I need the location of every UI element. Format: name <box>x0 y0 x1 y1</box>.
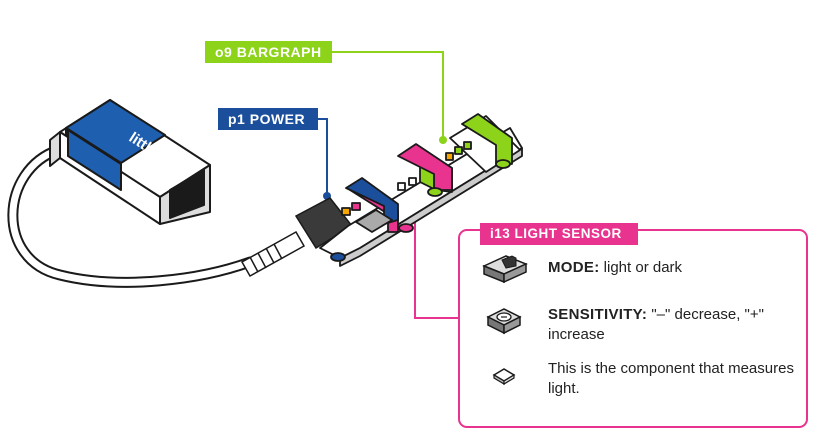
board-foot-3 <box>427 187 443 197</box>
bargraph-led-2 <box>454 146 463 155</box>
sensor-module-connector <box>397 143 453 191</box>
bargraph-label: o9 BARGRAPH <box>205 41 332 63</box>
switch-icon <box>482 255 528 284</box>
photocell-icon <box>492 368 516 385</box>
bargraph-connector <box>461 113 513 165</box>
mode-label: MODE: <box>548 259 600 276</box>
component-row: This is the component that measures ligh… <box>548 359 796 399</box>
power-leader-line <box>318 118 328 193</box>
bargraph-led-1 <box>445 152 454 161</box>
bargraph-leader-dot <box>439 136 447 144</box>
sensor-label: i13 LIGHT SENSOR <box>480 223 638 245</box>
sensitivity-label: SENSITIVITY: <box>548 306 648 323</box>
mode-text: light or dark <box>603 259 683 276</box>
component-text: This is the component that measures ligh… <box>548 360 794 397</box>
sensor-led-2 <box>408 177 417 186</box>
board-foot-1 <box>330 252 346 262</box>
bargraph-led-3 <box>463 141 472 150</box>
power-module-connector <box>345 177 399 225</box>
sensor-leader-line <box>414 214 458 319</box>
battery-icon: littleBits <box>49 99 211 225</box>
power-label: p1 POWER <box>218 108 318 130</box>
sensor-led-1 <box>397 182 406 191</box>
board-foot-2 <box>398 223 414 233</box>
mode-row: MODE: light or dark <box>548 258 796 278</box>
power-led-1 <box>341 207 351 216</box>
power-switch <box>355 209 393 233</box>
sensitivity-row: SENSITIVITY: "–" decrease, "+" increase <box>548 305 796 345</box>
knob-icon <box>486 308 522 335</box>
sensor-info-box: MODE: light or dark SENSITIVITY: "–" dec… <box>458 229 808 428</box>
circuit-boards <box>319 113 523 267</box>
sensitivity-text: "–" decrease, "+" increase <box>548 306 764 343</box>
power-led-2 <box>351 202 361 211</box>
bargraph-leader-line <box>332 51 444 138</box>
board-foot-4 <box>495 159 511 169</box>
